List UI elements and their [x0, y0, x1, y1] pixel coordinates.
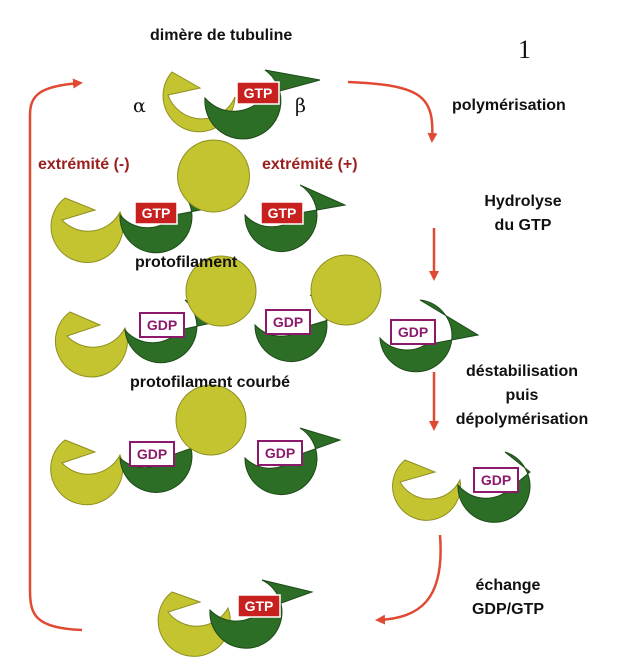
arrow-return-cycle — [28, 78, 83, 632]
dimer-gtp-bottom: GTP — [157, 579, 314, 657]
alpha-subunit — [175, 384, 247, 456]
gtp-box — [236, 81, 280, 105]
alpha-symbol: α — [133, 95, 146, 117]
minus-end-label: extrémité (-) — [38, 156, 130, 173]
gdp-box — [139, 312, 185, 338]
beta-symbol: β — [295, 95, 306, 117]
gtp-box — [260, 201, 304, 225]
gdp-label: GDP — [273, 314, 303, 330]
step-exchange-line2: GDP/GTP — [471, 601, 544, 618]
gdp-label: GDP — [398, 324, 428, 340]
arrow-polymerisation — [347, 80, 438, 143]
alpha-subunit — [310, 254, 382, 326]
step-hydrolysis-line2: du GTP — [494, 217, 552, 234]
gdp-label: GDP — [481, 472, 511, 488]
gdp-box — [390, 319, 436, 345]
alpha-subunit — [54, 311, 128, 378]
gtp-box — [134, 201, 178, 225]
gtp-label: GTP — [245, 598, 274, 614]
gtp-label: GTP — [142, 205, 171, 221]
curved-protofilament-label: protofilament courbé — [130, 374, 291, 391]
cycle-arrows — [28, 78, 442, 632]
beta-subunit — [457, 451, 531, 523]
protofilament-gtp: GTP GTP — [50, 139, 347, 263]
dimer-title: dimère de tubuline — [150, 27, 293, 44]
alpha-subunit — [185, 255, 257, 327]
page-number: 1 — [518, 35, 531, 64]
gdp-box — [129, 441, 175, 467]
protofilament-label: protofilament — [135, 254, 238, 271]
alpha-subunit — [157, 591, 231, 657]
step-destab-line2: puis — [505, 387, 539, 404]
gdp-box — [257, 440, 303, 466]
dimer-gdp-released: GDP — [392, 451, 531, 523]
plus-end-label: extrémité (+) — [262, 156, 358, 173]
alpha-subunit — [392, 459, 462, 521]
step-polymerisation: polymérisation — [452, 97, 566, 114]
fragment-two-dimers-gdp: GDP GDP — [50, 384, 342, 506]
alpha-subunit — [177, 139, 250, 213]
gdp-label: GDP — [137, 446, 167, 462]
gdp-box — [265, 309, 311, 335]
gtp-box — [237, 594, 281, 618]
gdp-box — [473, 467, 519, 493]
step-destab-line1: déstabilisation — [465, 363, 579, 380]
step-exchange-line1: échange — [475, 577, 541, 594]
dimer-gtp-top: GTP — [162, 69, 321, 140]
gdp-label: GDP — [265, 445, 295, 461]
gdp-label: GDP — [147, 317, 177, 333]
alpha-subunit — [50, 197, 124, 263]
gtp-label: GTP — [268, 205, 297, 221]
step-destab-line3: dépolymérisation — [455, 411, 589, 428]
arrow-exchange — [375, 534, 442, 625]
beta-subunit — [254, 294, 347, 363]
gtp-label: GTP — [244, 85, 273, 101]
beta-subunit — [379, 299, 480, 373]
protofilament-gdp-curved: GDP GDP GDP — [54, 254, 480, 378]
step-hydrolysis-line1: Hydrolyse — [484, 193, 562, 210]
alpha-subunit — [50, 439, 124, 506]
